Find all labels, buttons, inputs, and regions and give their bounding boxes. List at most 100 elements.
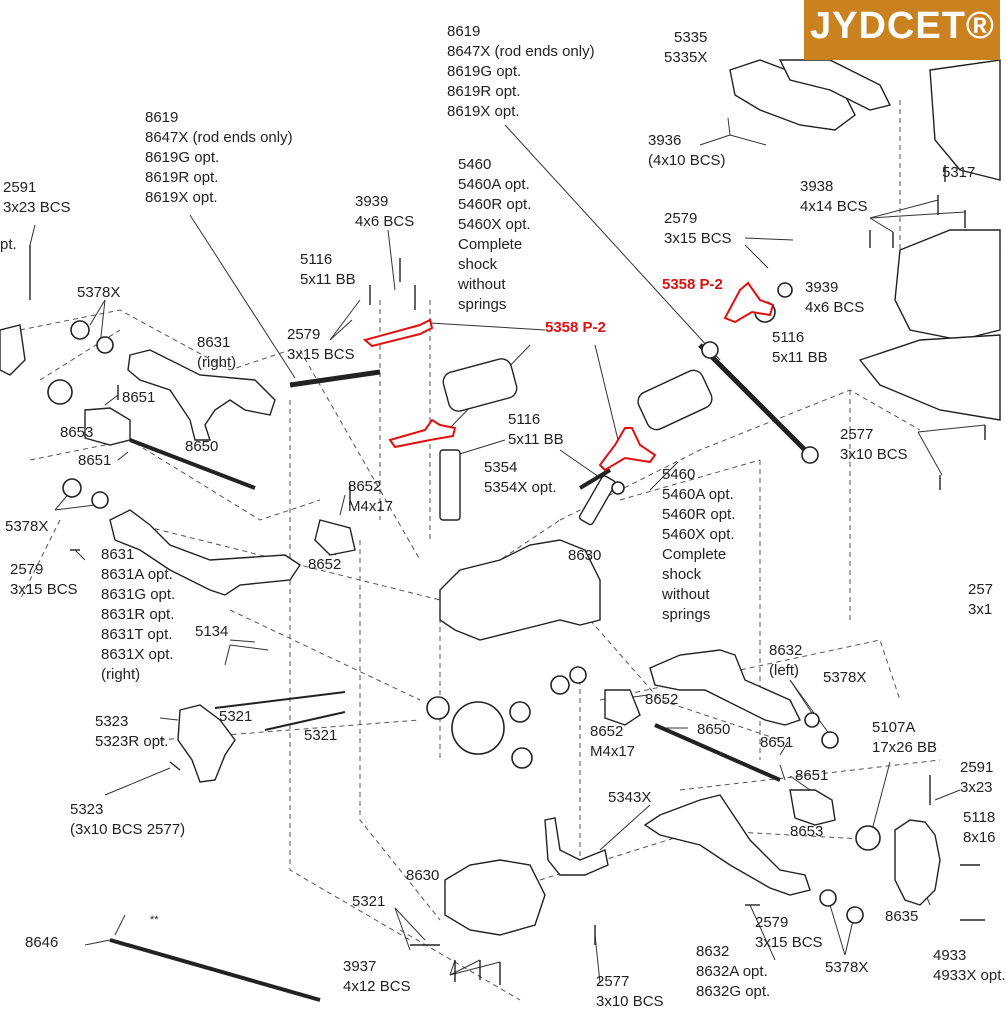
label-8650-right: 8650: [697, 720, 730, 740]
watermark-logo: JYDCET®: [804, 0, 1000, 60]
label-8646-text: 8646: [25, 934, 59, 951]
label-5378x-bottomright-text: 5378X: [825, 959, 869, 976]
label-5116-right-text: 5116 5x11 BB: [772, 329, 828, 366]
label-double-star-text: **: [150, 914, 159, 926]
label-5116-left-text: 5116 5x11 BB: [300, 251, 356, 288]
label-5343x-text: 5343X: [608, 789, 652, 806]
hub-left-edge-part: [0, 324, 26, 376]
label-8632-list-text: 8632 8632A opt. 8632G opt.: [696, 943, 771, 1000]
label-8652-top: 8652 M4x17: [348, 477, 393, 517]
shock-mount-5358-right-a-part: [598, 427, 657, 472]
label-2577-right: 2577 3x10 BCS: [840, 425, 908, 465]
mount-plate-5323-part: [177, 704, 236, 783]
label-8630-center: 8630: [568, 546, 601, 566]
label-5317-text: 5317: [942, 164, 976, 181]
watermark-text: JYDCET®: [810, 5, 995, 47]
label-8652-mid: 8652: [308, 555, 341, 575]
label-5323-b: 5323 (3x10 BCS 2577): [70, 800, 185, 840]
label-5460-bottom: 5460 5460A opt. 5460R opt. 5460X opt. Co…: [662, 465, 735, 625]
label-8650-right-text: 8650: [697, 721, 731, 738]
cup-8652-lower-part: [604, 689, 641, 726]
label-257-cut-text: 257 3x1: [968, 581, 994, 618]
label-5378x-right-text: 5378X: [823, 669, 867, 686]
shafts-and-rods: [109, 343, 817, 1002]
label-5321-a-text: 5321: [219, 708, 253, 725]
label-8630-bottom: 8630: [406, 866, 439, 886]
label-257-cut: 257 3x1: [968, 580, 993, 620]
label-2579-right: 2579 3x15 BCS: [664, 209, 732, 249]
label-5378x-left-text: 5378X: [5, 518, 49, 535]
label-8652-top-text: 8652 M4x17: [348, 478, 394, 515]
label-5118: 5118 8x16: [963, 808, 996, 848]
highlighted-parts-5358: [362, 281, 775, 472]
label-8651-r2-text: 8651: [795, 767, 829, 784]
label-5321-c: 5321: [352, 892, 385, 912]
label-8635-text: 8635: [885, 908, 919, 925]
label-8619-center-text: 8619 8647X (rod ends only) 8619G opt. 86…: [447, 23, 595, 120]
leader-lines: [29, 117, 986, 984]
label-3937-text: 3937 4x12 BCS: [343, 958, 411, 995]
label-2577-bottom-text: 2577 3x10 BCS: [596, 973, 664, 1010]
label-2579-left: 2579 3x15 BCS: [10, 560, 78, 600]
label-8652-m4x17: 8652 M4x17: [590, 722, 635, 762]
label-4933: 4933 4933X opt.: [933, 946, 1006, 986]
label-5321-a: 5321: [219, 707, 252, 727]
label-8646: 8646: [25, 933, 58, 953]
label-5107a: 5107A 17x26 BB: [872, 718, 937, 758]
bumper-mount-part: [778, 59, 892, 111]
bumper-5335-part: [729, 59, 856, 131]
label-5323-b-text: 5323 (3x10 BCS 2577): [70, 801, 186, 838]
label-8651-r2: 8651: [795, 766, 828, 786]
label-8651-r1-text: 8651: [760, 734, 794, 751]
label-5134: 5134: [195, 622, 228, 642]
label-5378x-right: 5378X: [823, 668, 866, 688]
label-8619-left-text: 8619 8647X (rod ends only) 8619G opt. 86…: [145, 109, 293, 206]
label-2579-center-text: 2579 3x15 BCS: [287, 326, 355, 363]
label-5134-text: 5134: [195, 623, 229, 640]
screws-and-pins: [29, 165, 986, 985]
label-2579-center: 2579 3x15 BCS: [287, 325, 355, 365]
label-3939-top-text: 3939 4x6 BCS: [355, 193, 415, 230]
label-3939-right: 3939 4x6 BCS: [805, 278, 864, 318]
label-8631-right: 8631 (right): [197, 333, 236, 373]
shock-mount-5358-lower-left-part: [388, 418, 457, 449]
label-3938: 3938 4x14 BCS: [800, 177, 868, 217]
label-5378x-bottomright: 5378X: [825, 958, 868, 978]
label-5323-a-text: 5323 5323R opt.: [95, 713, 169, 750]
label-8650-left-text: 8650: [185, 438, 219, 455]
label-5335: 5335 5335X: [664, 28, 707, 68]
bracket-5343x-part: [544, 817, 609, 876]
label-2579-bottomright-text: 2579 3x15 BCS: [755, 914, 823, 951]
label-8632-list: 8632 8632A opt. 8632G opt.: [696, 942, 770, 1002]
label-5358-left: 5358 P-2: [545, 318, 606, 338]
label-2579-bottomright: 2579 3x15 BCS: [755, 913, 823, 953]
label-8630-center-text: 8630: [568, 547, 602, 564]
label-5460-top: 5460 5460A opt. 5460R opt. 5460X opt. Co…: [458, 155, 531, 315]
label-5343x: 5343X: [608, 788, 651, 808]
label-2577-bottom: 2577 3x10 BCS: [596, 972, 664, 1012]
label-2591-right: 2591 3x23: [960, 758, 993, 798]
label-8619-left: 8619 8647X (rod ends only) 8619G opt. 86…: [145, 108, 293, 208]
label-5317: 5317: [942, 163, 975, 183]
label-5354: 5354 5354X opt.: [484, 458, 557, 498]
shock-mount-5358-right-b-part: [723, 281, 775, 324]
label-5358-left-text: 5358 P-2: [545, 319, 606, 336]
suspension-arm-upper-right-part: [127, 349, 276, 441]
label-5116-mid-text: 5116 5x11 BB: [508, 411, 564, 448]
label-5358-right-text: 5358 P-2: [662, 276, 723, 293]
label-5116-left: 5116 5x11 BB: [300, 250, 356, 290]
label-8635: 8635: [885, 907, 918, 927]
bearings-and-rings: [47, 282, 881, 924]
label-5378x-top: 5378X: [77, 283, 120, 303]
label-8652-mid-text: 8652: [308, 556, 342, 573]
label-8651-b-text: 8651: [78, 452, 112, 469]
label-3936: 3936 (4x10 BCS): [648, 131, 726, 171]
label-8653-right: 8653: [790, 822, 823, 842]
label-8651-a-text: 8651: [122, 389, 156, 406]
label-8651-b: 8651: [78, 451, 111, 471]
label-5107a-text: 5107A 17x26 BB: [872, 719, 938, 756]
label-5378x-top-text: 5378X: [77, 284, 121, 301]
label-5335-text: 5335 5335X: [664, 29, 708, 66]
label-5321-c-text: 5321: [352, 893, 386, 910]
chassis-servo-part: [894, 229, 1001, 341]
